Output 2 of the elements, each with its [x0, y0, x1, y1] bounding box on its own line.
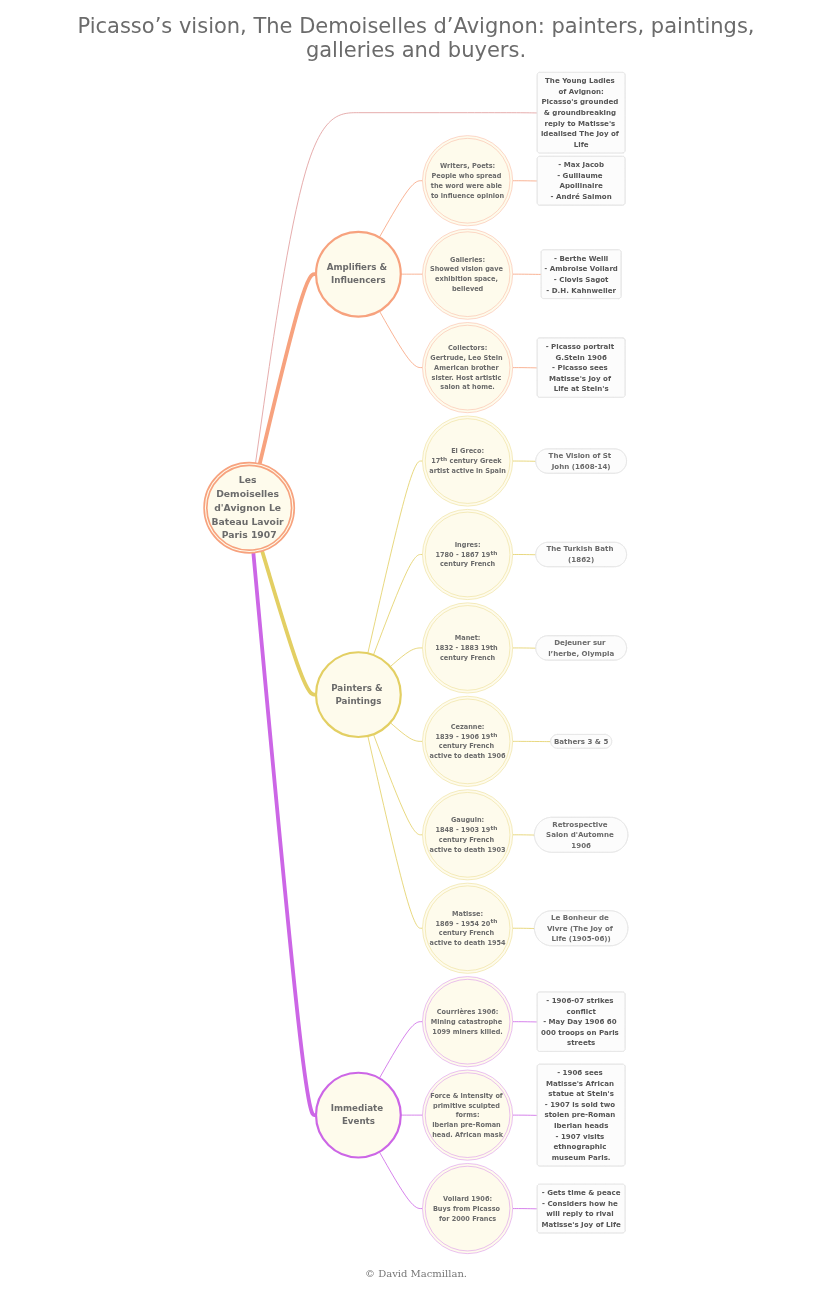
caption: © David Macmillan. — [364, 1268, 467, 1279]
diagram-title: Picasso’s vision, The Demoiselles d’Avignon: painters, paintings, galleries and buyers. — [76, 14, 756, 62]
